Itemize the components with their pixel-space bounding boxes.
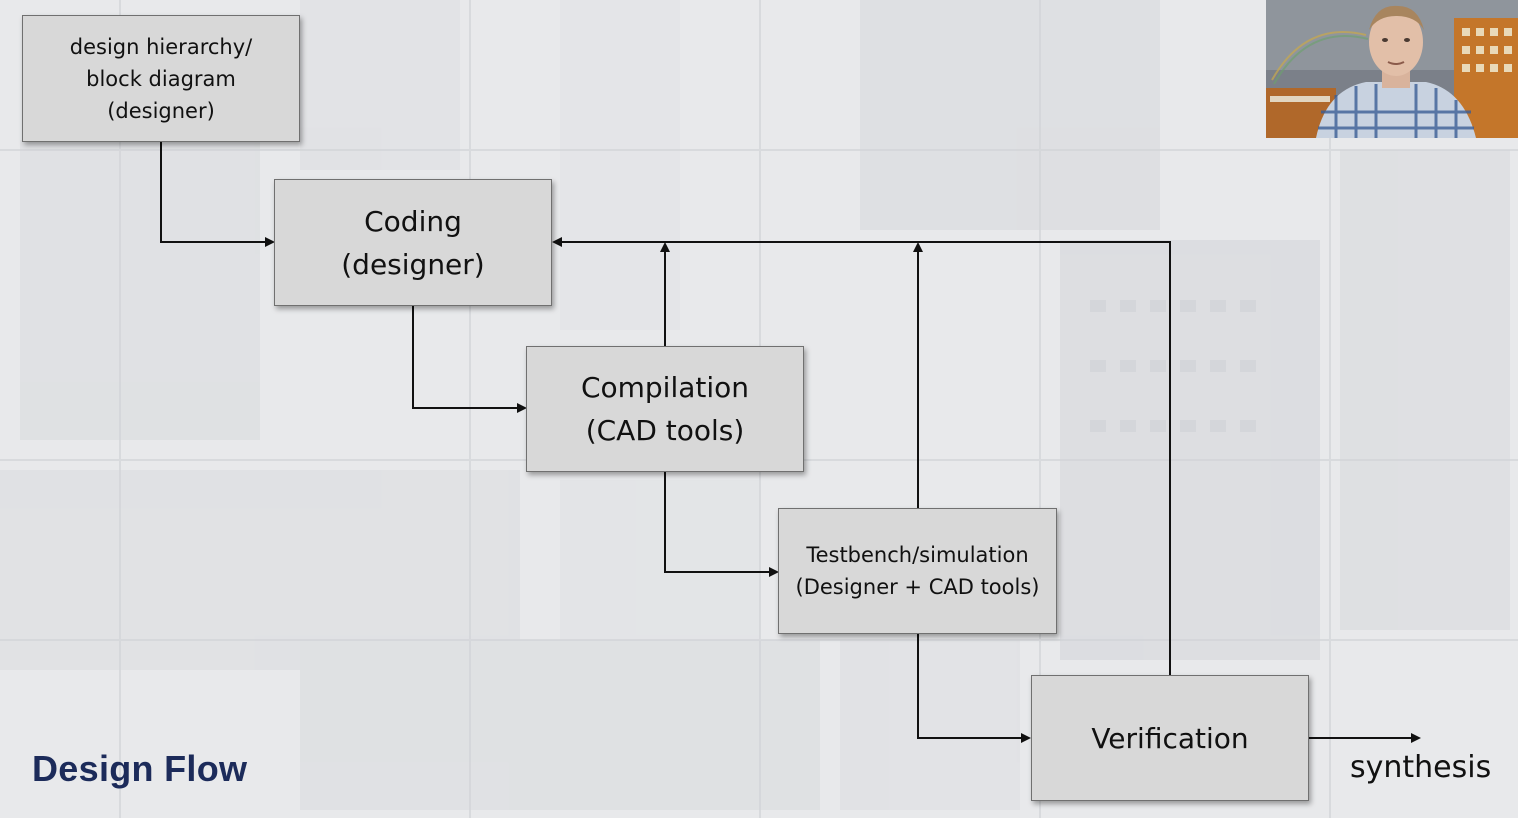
- arrow-coding-to-compilation: [412, 306, 527, 413]
- arrow-compilation-to-testbench: [664, 472, 779, 577]
- synthesis-output-label: synthesis: [1350, 750, 1492, 785]
- arrow-hierarchy-to-coding: [160, 142, 275, 247]
- testbench-simulation-box: Testbench/simulation (Designer + CAD too…: [778, 508, 1057, 634]
- slide-title: Design Flow: [32, 748, 248, 789]
- verification-box: Verification: [1031, 675, 1309, 801]
- presenter-webcam: [1266, 0, 1518, 138]
- arrow-testbench-to-verification: [917, 634, 1031, 743]
- feedback-verification-to-coding: [552, 237, 1171, 675]
- coding-box: Coding (designer): [274, 179, 552, 306]
- compilation-box: Compilation (CAD tools): [526, 346, 804, 472]
- design-hierarchy-box: design hierarchy/ block diagram (designe…: [22, 15, 300, 142]
- presenter-video-image: [1266, 0, 1518, 138]
